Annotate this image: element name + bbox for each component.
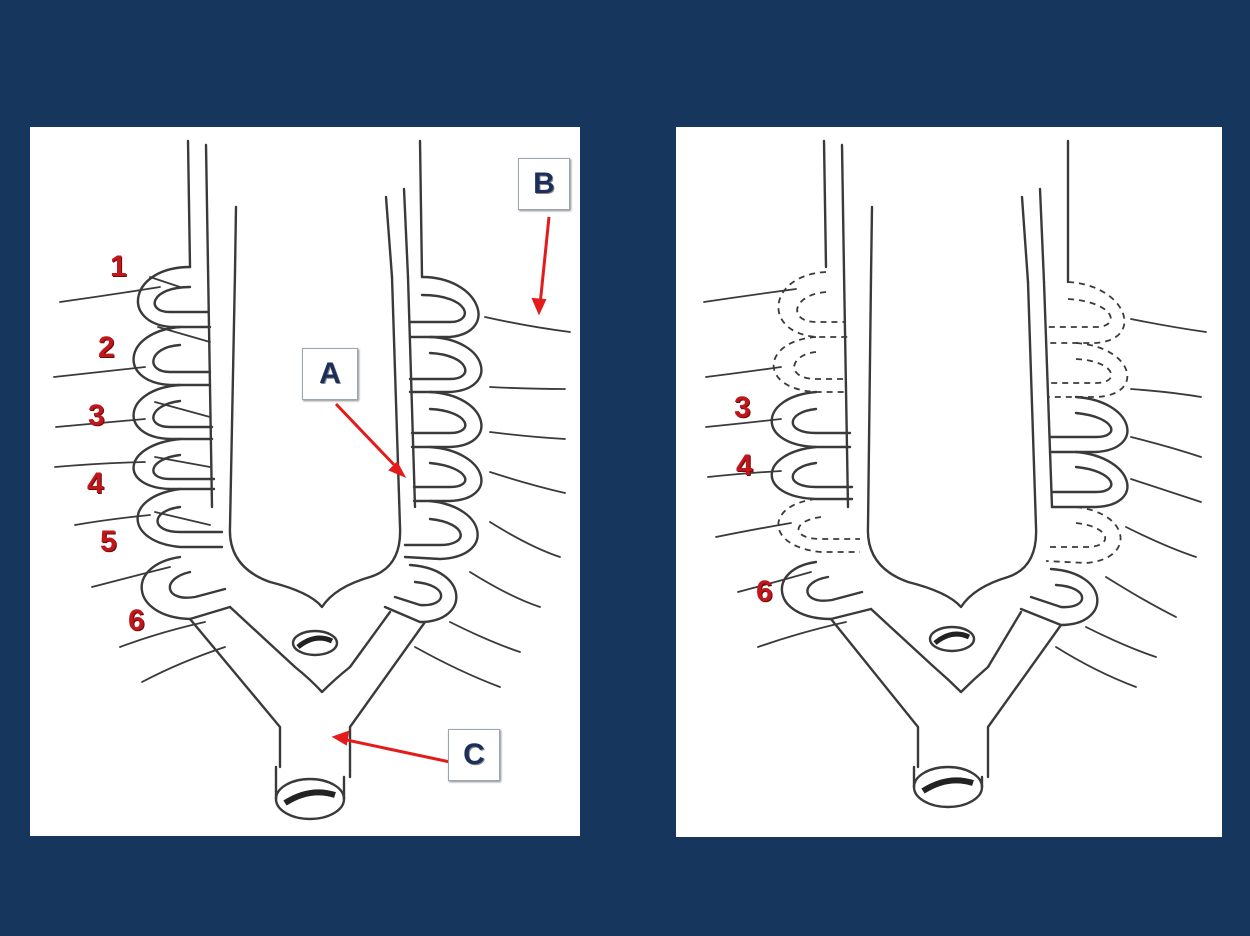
left-diagram-panel: 1 2 3 4 5 6 A B C (30, 127, 580, 836)
arch-number-3: 3 (734, 391, 751, 425)
right-arch-loops (385, 277, 481, 622)
arch-number-2: 2 (98, 331, 115, 365)
arch-number-4: 4 (87, 467, 104, 501)
label-b: B (518, 158, 570, 210)
arch-number-6: 6 (756, 575, 773, 609)
right-aortic-arches-drawing (676, 127, 1222, 837)
arch-number-5: 5 (100, 525, 117, 559)
arch-number-1: 1 (110, 250, 127, 284)
arch-number-3: 3 (88, 399, 105, 433)
label-arrows (334, 217, 549, 762)
label-a: A (302, 348, 358, 400)
right-panel-left-arches (772, 272, 871, 619)
arch-number-4: 4 (736, 449, 753, 483)
right-diagram-panel: 3 4 6 (676, 127, 1222, 837)
left-arch-loops (134, 267, 230, 619)
label-c: C (448, 729, 500, 781)
arch-number-6: 6 (128, 604, 145, 638)
right-panel-right-arches (1021, 282, 1127, 625)
